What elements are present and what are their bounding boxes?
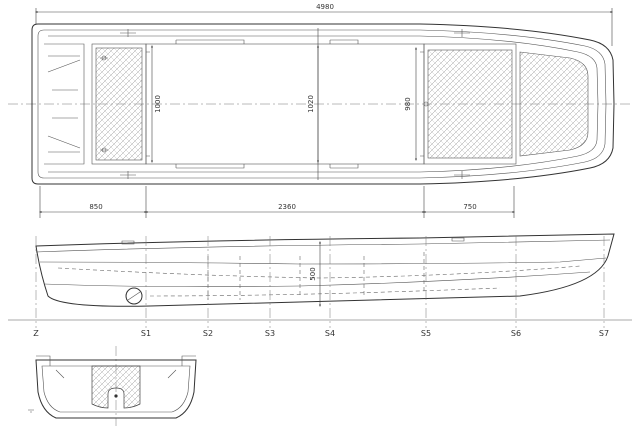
section-outline <box>35 359 197 419</box>
bow-seat <box>423 43 517 165</box>
deck-fitting-stern <box>121 240 135 245</box>
section-seat-left <box>55 369 177 379</box>
station-label-s4: S4 <box>325 329 335 338</box>
cockpit-width-label: 1020 <box>307 95 315 113</box>
stern-seat-width-dimension: 1000 <box>151 45 162 163</box>
keel-hidden-line <box>57 265 581 279</box>
gunwale-line <box>48 35 599 173</box>
station-label-s1: S1 <box>141 329 151 338</box>
section-length-dimensions: 850 2360 750 <box>39 186 515 218</box>
section-center-point <box>114 394 118 398</box>
bow-deck-length-label: 850 <box>89 203 102 211</box>
stern-deck-length-label: 750 <box>463 203 476 211</box>
bow-seat-width-dimension: 980 <box>404 47 417 161</box>
bow-deck-width-label: 1000 <box>154 95 162 113</box>
hull-outline-outer <box>31 23 615 185</box>
floor-hidden-line <box>149 287 501 297</box>
hull-outline-inner <box>37 29 607 179</box>
bow-deck <box>519 51 589 157</box>
station-labels: Z S1 S2 S3 S4 S5 S6 S7 <box>33 329 609 338</box>
chine-line-upper <box>39 257 607 265</box>
station-label-s6: S6 <box>511 329 521 338</box>
deck-fitting-bow <box>451 237 465 242</box>
section-keel-block <box>91 365 141 409</box>
stern-deck-width-label: 980 <box>404 97 412 110</box>
station-label-s3: S3 <box>265 329 275 338</box>
section-gunwale-right <box>181 355 196 366</box>
drain-plug <box>125 287 143 305</box>
station-lines <box>8 236 632 328</box>
side-height-label: 500 <box>309 267 317 280</box>
station-label-z: Z <box>33 329 39 338</box>
section-gunwale-left <box>36 355 51 366</box>
stern-seat <box>91 43 147 165</box>
section-inner-outline <box>41 365 191 413</box>
drain-plug-mark <box>127 291 141 301</box>
section-waterline <box>28 409 34 413</box>
cockpit-length-label: 2360 <box>278 203 296 211</box>
chine-line-lower <box>43 271 591 287</box>
station-label-s5: S5 <box>421 329 431 338</box>
top-view: 4980 1000 <box>8 3 632 218</box>
hull-profile <box>35 233 615 307</box>
side-height-dimension: 500 <box>309 241 321 307</box>
overall-length-dimension: 4980 <box>35 3 613 46</box>
overall-length-label: 4980 <box>316 3 334 11</box>
sheer-line <box>35 239 611 253</box>
cleats <box>120 29 470 179</box>
cockpit-width-dimension: 1020 <box>307 28 319 180</box>
station-label-s7: S7 <box>599 329 609 338</box>
side-view: 500 Z S1 S2 S3 S4 S5 S6 S7 <box>8 233 632 338</box>
cockpit <box>145 39 425 169</box>
stern-well <box>44 43 85 165</box>
station-label-s2: S2 <box>203 329 213 338</box>
section-view <box>28 346 197 426</box>
